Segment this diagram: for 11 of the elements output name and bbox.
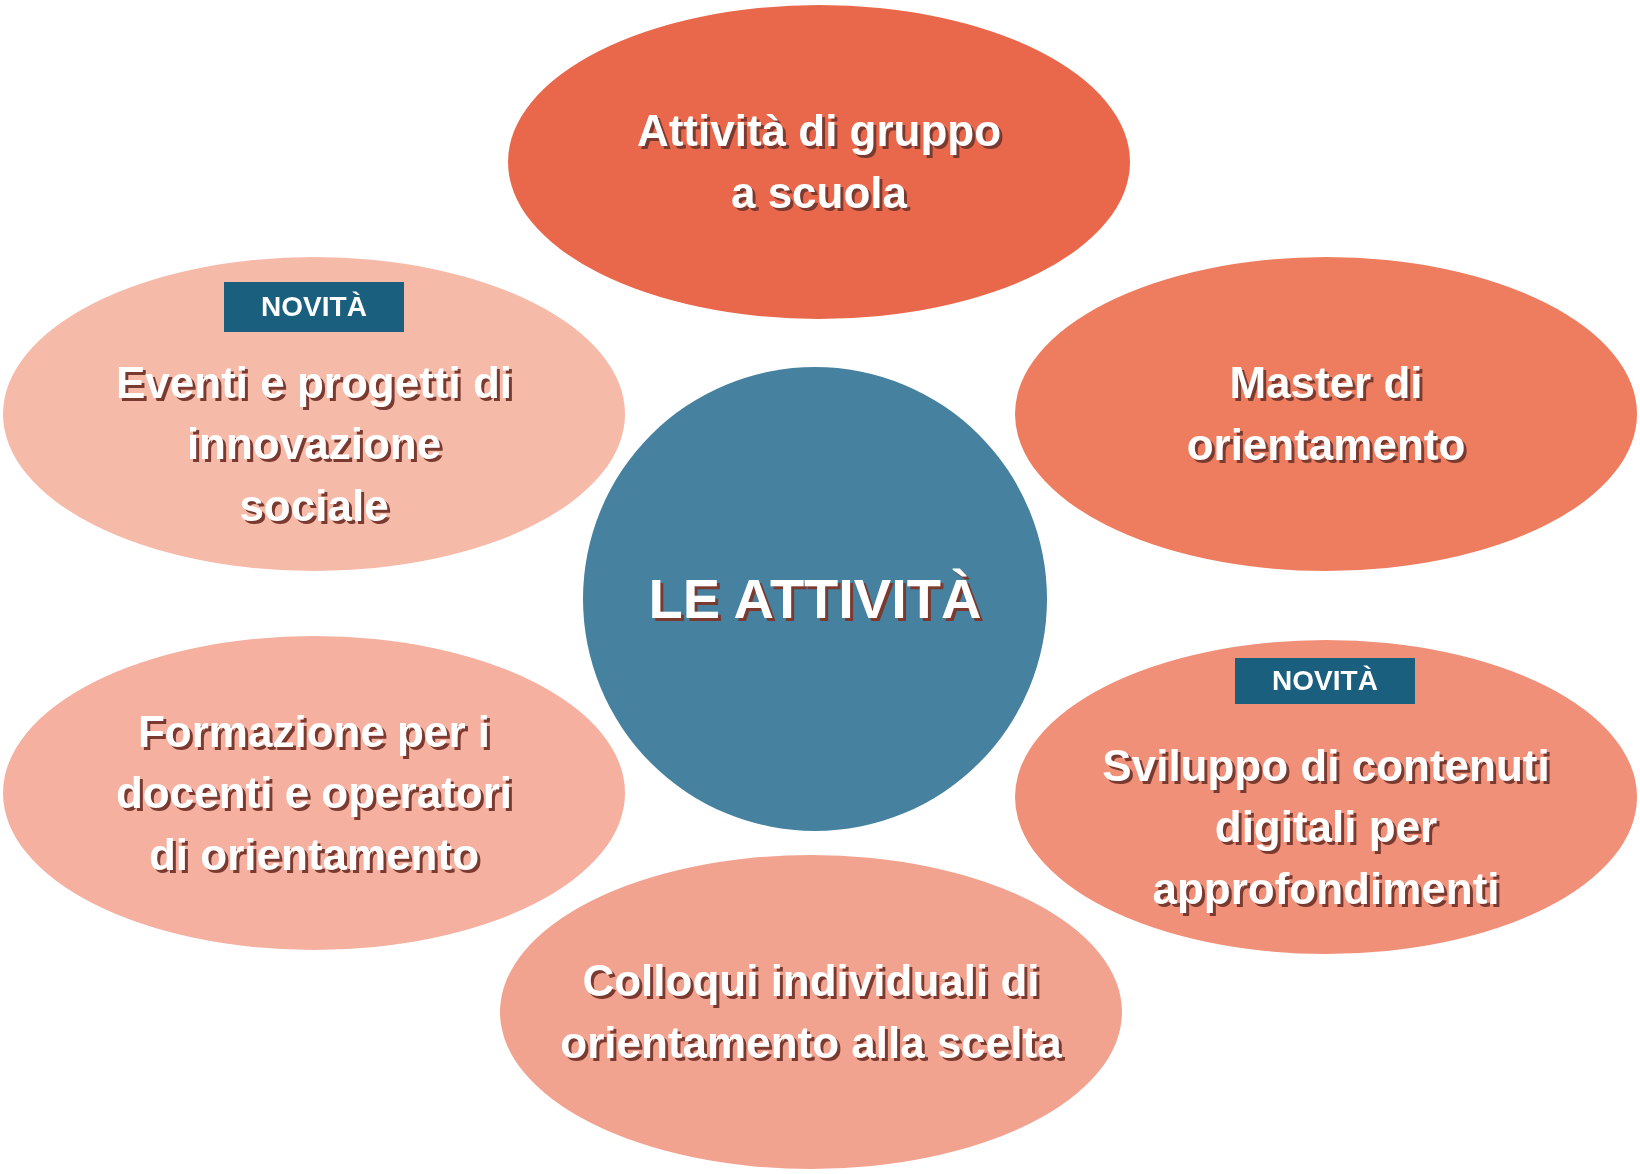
center-title: LE ATTIVITÀ (648, 565, 982, 632)
activity-label: Formazione per i docenti e operatori di orientamento (114, 705, 514, 881)
new-badge (1235, 658, 1415, 704)
badge-label: NOVITÀ (1272, 667, 1378, 695)
activity-label: Sviluppo di contenuti digitali per approfondimenti (1101, 739, 1551, 915)
activity-label: Attività di gruppo a scuola (635, 105, 1003, 219)
activity-label: Master di orientamento (1185, 357, 1467, 471)
new-badge (224, 282, 404, 332)
activity-label: Colloqui individuali di orientamento alla scelta (559, 955, 1063, 1069)
activity-label: Eventi e progetti di innovazione sociale (114, 356, 513, 532)
badge-label: NOVITÀ (261, 293, 367, 321)
